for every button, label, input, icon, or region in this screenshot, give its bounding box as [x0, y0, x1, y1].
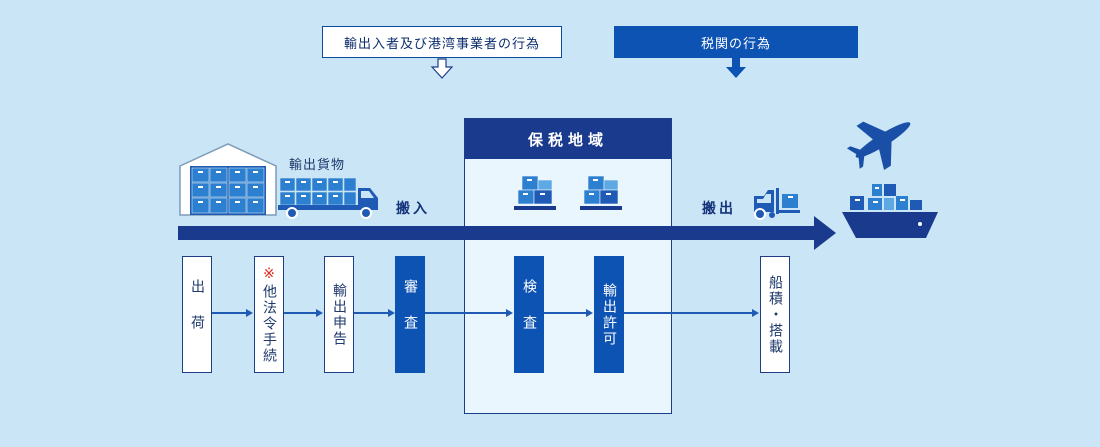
step-shipment-label: 出荷 — [189, 278, 205, 351]
step-export-permit: 輸出許可 — [594, 256, 624, 373]
step-other-law-procedures: ※ 他法令手続 — [254, 256, 284, 373]
step-loading-label: 船積・搭載 — [767, 274, 783, 355]
cargo-ship-icon — [842, 184, 938, 238]
step-examination: 審査 — [395, 256, 425, 373]
legend-customs-actions-label: 税関の行為 — [700, 36, 771, 52]
truck-icon — [278, 177, 378, 219]
bonded-area-title: 保税地域 — [465, 119, 671, 159]
step-inspection-label: 検査 — [521, 278, 537, 351]
step-shipment: 出荷 — [182, 256, 212, 373]
step-examination-label: 審査 — [402, 278, 418, 351]
forklift-icon — [754, 188, 800, 220]
step-loading: 船積・搭載 — [760, 256, 790, 373]
warehouse-icon — [179, 143, 277, 216]
step-other-law-label: 他法令手続 — [261, 283, 277, 364]
step-export-declaration-label: 輸出申告 — [331, 282, 347, 347]
airplane-icon — [846, 121, 911, 170]
bonded-area: 保税地域 — [464, 118, 672, 414]
carry-in-label: 搬入 — [396, 201, 430, 217]
pallet-boxes-icon — [514, 176, 556, 210]
step-export-declaration: 輸出申告 — [324, 256, 354, 373]
hollow-down-arrow-icon — [430, 58, 454, 79]
main-flow-arrow — [178, 216, 836, 250]
pallet-boxes-icon-2 — [580, 176, 622, 210]
legend-importer-actions-label: 輸出入者及び港湾事業者の行為 — [343, 36, 540, 52]
legend-importer-actions: 輸出入者及び港湾事業者の行為 — [322, 26, 562, 58]
step-inspection: 検査 — [514, 256, 544, 373]
step-export-permit-label: 輸出許可 — [601, 282, 617, 347]
export-cargo-label: 輸出貨物 — [289, 158, 346, 173]
note-mark: ※ — [261, 265, 277, 284]
carry-out-label: 搬出 — [702, 201, 736, 217]
legend-customs-actions: 税関の行為 — [614, 26, 858, 58]
solid-down-arrow-icon — [726, 58, 746, 78]
